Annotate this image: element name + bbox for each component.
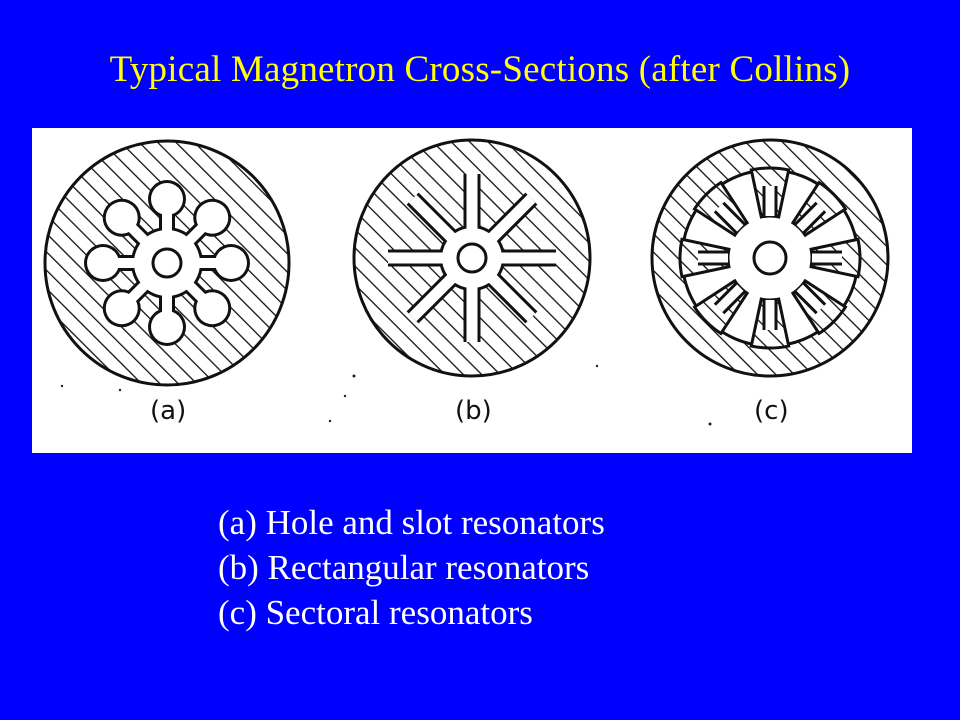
cross-section-a bbox=[43, 139, 291, 387]
label-b: (b) bbox=[455, 396, 492, 426]
vane-slot bbox=[796, 284, 825, 313]
cross-section-c bbox=[650, 138, 890, 378]
hole-resonator bbox=[196, 201, 229, 234]
cathode-c bbox=[752, 240, 788, 276]
hole-resonator bbox=[105, 201, 138, 234]
hole-resonator bbox=[151, 183, 183, 215]
cathode-a bbox=[151, 247, 183, 279]
vane-slot bbox=[715, 203, 744, 232]
caption-c: (c) Sectoral resonators bbox=[218, 593, 533, 632]
rectangular-resonator bbox=[408, 194, 457, 243]
rectangular-resonator bbox=[408, 273, 457, 322]
slide-title: Typical Magnetron Cross-Sections (after … bbox=[109, 49, 851, 90]
hole-resonator bbox=[196, 292, 229, 325]
rectangular-resonator bbox=[487, 194, 536, 243]
vane-slot bbox=[796, 203, 825, 232]
scan-specks bbox=[60, 364, 712, 426]
rectangular-resonator bbox=[487, 273, 536, 322]
cathode-b bbox=[456, 242, 488, 274]
caption-b: (b) Rectangular resonators bbox=[218, 548, 590, 587]
hole-resonator bbox=[105, 292, 138, 325]
hole-resonator bbox=[151, 311, 183, 343]
caption-list: (a) Hole and slot resonators (b) Rectang… bbox=[218, 500, 605, 635]
hole-resonator bbox=[215, 247, 247, 279]
label-c: (c) bbox=[754, 396, 789, 426]
hole-resonator bbox=[87, 247, 119, 279]
magnetron-figure: (a) (b) (c) bbox=[32, 128, 912, 453]
label-a: (a) bbox=[150, 396, 187, 426]
caption-a: (a) Hole and slot resonators bbox=[218, 503, 605, 542]
cross-section-b bbox=[352, 138, 592, 378]
vane-slot bbox=[715, 284, 744, 313]
magnetron-diagrams bbox=[43, 138, 890, 426]
